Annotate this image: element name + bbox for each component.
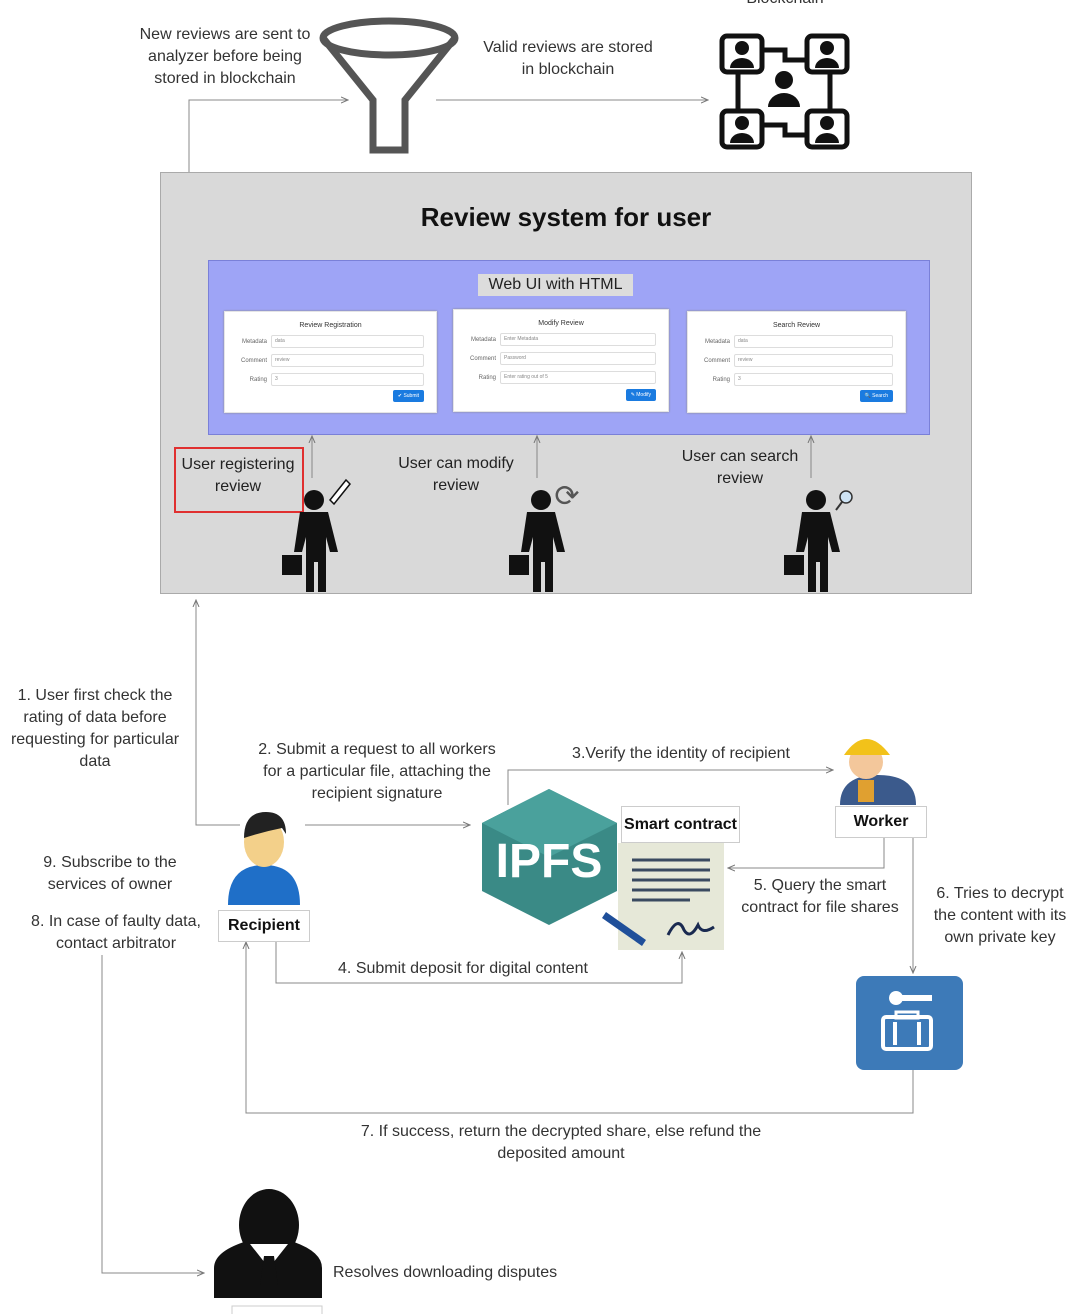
blockchain-label: Blockchain	[680, 0, 890, 10]
refresh-icon: ⟳	[554, 480, 579, 513]
form-title: Modify Review	[538, 320, 584, 327]
field-label: Comment	[703, 357, 730, 364]
comment-input[interactable]: Password	[500, 352, 656, 365]
smart-contract-document-icon	[602, 843, 724, 950]
user-searching-figure	[784, 490, 853, 592]
comment-input[interactable]: review	[734, 354, 893, 367]
pencil-icon	[328, 478, 352, 506]
magnifier-icon	[839, 490, 853, 504]
connector-lines	[101, 100, 913, 1273]
action-register-review: User registering review	[181, 456, 295, 495]
form-title: Search Review	[772, 322, 821, 329]
step-2-text: 2. Submit a request to all workers for a…	[258, 741, 496, 802]
blockchain-network-icon	[719, 33, 850, 150]
metadata-input[interactable]: data	[271, 335, 424, 348]
modify-review-form: Modify Review Metadata Enter Metadata Com…	[453, 309, 669, 412]
field-label: Rating	[712, 376, 730, 383]
arbitrator-label-box	[231, 1305, 323, 1314]
user-registering-figure	[282, 478, 352, 592]
step-3-text: 3.Verify the identity of recipient	[572, 745, 790, 762]
field-label: Rating	[478, 374, 496, 381]
arbitrator-icon	[214, 1189, 322, 1298]
step-7-text: 7. If success, return the decrypted shar…	[360, 1123, 762, 1162]
step-9-text: 9. Subscribe to the services of owner	[43, 854, 177, 893]
highlight-box	[174, 447, 304, 513]
rating-input[interactable]: 3	[271, 373, 424, 386]
ipfs-logo: IPFS	[482, 789, 617, 925]
action-modify-review: User can modify review	[398, 455, 514, 494]
submit-button[interactable]: ✔ Submit	[392, 390, 424, 402]
field-label: Metadata	[241, 338, 267, 345]
field-label: Metadata	[470, 336, 496, 343]
worker-icon	[840, 739, 916, 805]
worker-label: Worker	[835, 806, 927, 838]
search-button[interactable]: 🔍 Search	[859, 390, 893, 402]
comment-input[interactable]: review	[271, 354, 424, 367]
review-registration-form: Review Registration Metadata data Comment…	[224, 311, 437, 413]
stored-in-blockchain-text: Valid reviews are stored in blockchain	[483, 39, 653, 78]
step-4-text: 4. Submit deposit for digital content	[338, 960, 588, 977]
web-ui-label: Web UI with HTML	[478, 274, 633, 296]
field-label: Comment	[469, 355, 496, 362]
user-modifying-figure: ⟳	[509, 480, 580, 592]
step-5-text: 5. Query the smart contract for file sha…	[741, 877, 899, 916]
form-title: Review Registration	[299, 322, 362, 329]
metadata-input[interactable]: data	[734, 335, 893, 348]
analyzer-text: New reviews are sent to analyzer before …	[139, 26, 311, 87]
field-label: Metadata	[704, 338, 730, 345]
search-review-form: Search Review Metadata data Comment review…	[687, 311, 906, 413]
rating-input[interactable]: 3	[734, 373, 893, 386]
svg-text:IPFS: IPFS	[496, 835, 603, 888]
field-label: Comment	[240, 357, 267, 364]
recipient-label: Recipient	[218, 910, 310, 942]
modify-button[interactable]: ✎ Modify	[625, 389, 656, 401]
step-1-text: 1. User first check the rating of data b…	[10, 687, 180, 770]
arbitrator-text: Resolves downloading disputes	[333, 1264, 558, 1281]
private-key-icon	[856, 976, 963, 1070]
review-system-title: Review system for user	[420, 202, 712, 232]
rating-input[interactable]: Enter rating out of 5	[500, 371, 656, 384]
funnel-analyzer-icon	[319, 17, 459, 154]
field-label: Rating	[249, 376, 267, 383]
action-search-review: User can search review	[681, 448, 799, 487]
step-6-text: 6. Tries to decrypt the content with its…	[933, 885, 1067, 946]
recipient-icon	[228, 812, 300, 905]
smart-contract-label: Smart contract	[621, 806, 740, 843]
metadata-input[interactable]: Enter Metadata	[500, 333, 656, 346]
step-8-text: 8. In case of faulty data, contact arbit…	[31, 913, 201, 952]
